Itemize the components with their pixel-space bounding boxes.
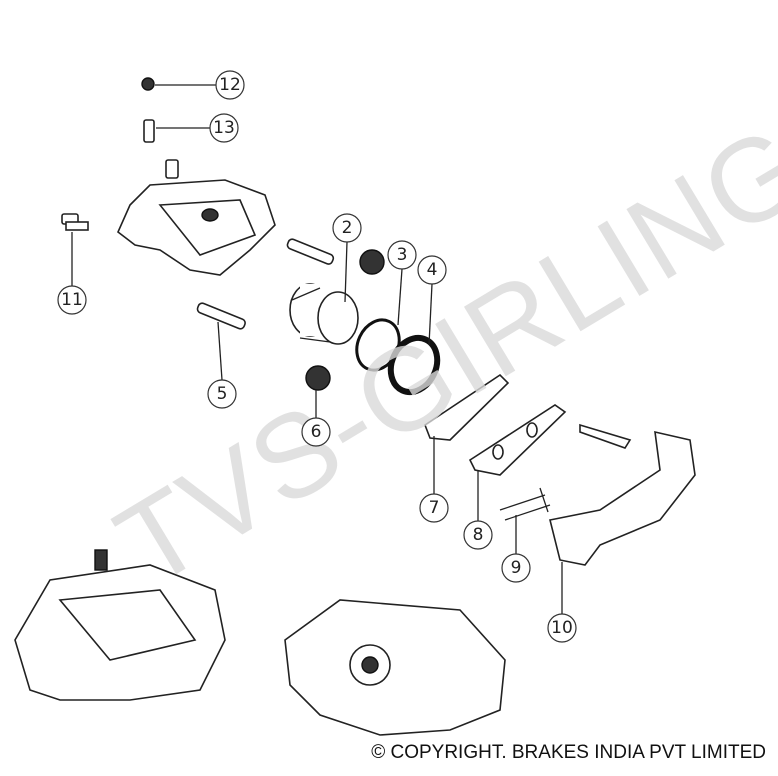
callout-2: 2 xyxy=(332,213,362,243)
callout-10: 10 xyxy=(547,613,577,643)
callout-5: 5 xyxy=(207,379,237,409)
bleed-cap xyxy=(141,77,155,91)
svg-text:2: 2 xyxy=(342,218,353,238)
callout-8: 8 xyxy=(463,520,493,550)
guide-pin-5 xyxy=(196,302,246,330)
svg-text:12: 12 xyxy=(219,75,241,95)
bleed-screw xyxy=(143,119,155,143)
caliper-assembly-right xyxy=(284,599,506,736)
svg-text:11: 11 xyxy=(61,290,83,310)
brake-pad-8 xyxy=(468,404,567,476)
dust-boot-6 xyxy=(305,365,331,391)
pad-clip xyxy=(579,423,632,449)
callout-9: 9 xyxy=(501,553,531,583)
callout-6: 6 xyxy=(301,417,331,447)
caliper-bolt-upper xyxy=(165,159,179,179)
svg-text:5: 5 xyxy=(217,384,228,404)
guide-pin-upper xyxy=(286,238,335,265)
caliper-bracket-10 xyxy=(549,430,696,566)
svg-text:8: 8 xyxy=(473,525,484,545)
seal-ring-4 xyxy=(387,334,441,396)
watermark: TVS-GIRLING xyxy=(95,99,778,612)
svg-text:4: 4 xyxy=(427,260,438,280)
caliper-assembly-left xyxy=(14,549,226,701)
brake-pad-7 xyxy=(424,373,510,441)
svg-text:6: 6 xyxy=(311,422,322,442)
svg-text:9: 9 xyxy=(511,558,522,578)
caliper-bolt-11 xyxy=(61,213,89,231)
callout-7: 7 xyxy=(419,493,449,523)
copyright-notice: © COPYRIGHT. BRAKES INDIA PVT LIMITED xyxy=(371,742,766,763)
svg-text:13: 13 xyxy=(213,118,235,138)
callout-11: 11 xyxy=(57,285,87,315)
leader-lines xyxy=(71,84,563,614)
svg-text:10: 10 xyxy=(551,618,573,638)
anti-rattle-spring-9 xyxy=(499,487,551,521)
caliper-housing xyxy=(117,179,276,276)
callout-12: 12 xyxy=(215,70,245,100)
piston xyxy=(289,283,359,345)
svg-text:7: 7 xyxy=(429,498,440,518)
callout-13: 13 xyxy=(209,113,239,143)
callout-3: 3 xyxy=(387,240,417,270)
callout-4: 4 xyxy=(417,255,447,285)
dust-boot-upper xyxy=(359,249,385,275)
svg-text:3: 3 xyxy=(397,245,408,265)
